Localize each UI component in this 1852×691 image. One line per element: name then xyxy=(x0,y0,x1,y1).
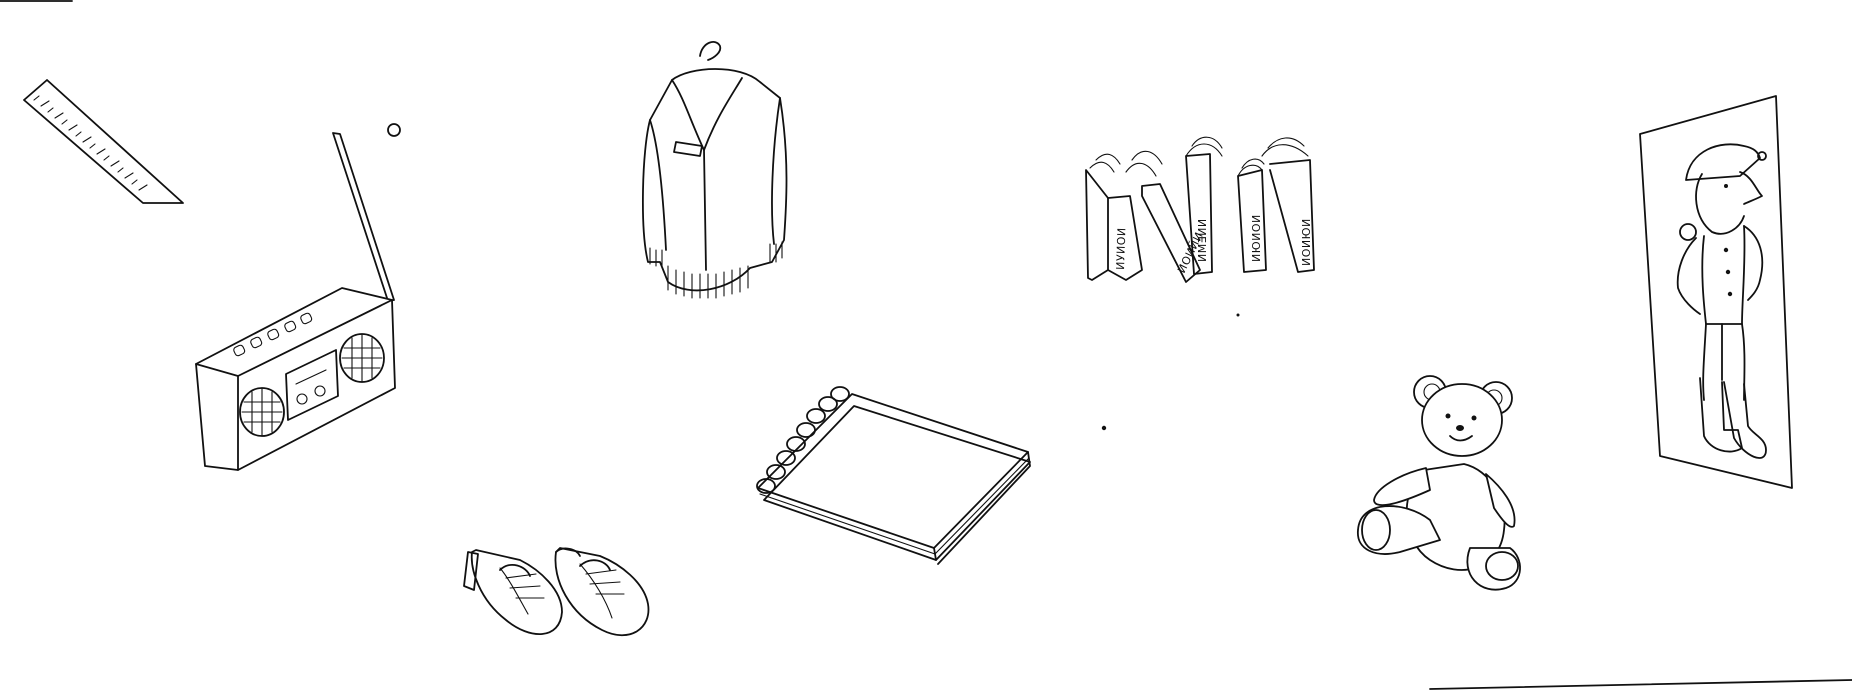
radio-icon xyxy=(195,123,401,471)
notebook-icon xyxy=(756,386,1031,565)
svg-text:ИЮИОИ: ИЮИОИ xyxy=(1250,214,1263,262)
svg-text:ИОИЮИ: ИОИЮИ xyxy=(1300,218,1313,266)
poster-icon xyxy=(1639,95,1793,489)
svg-text:ИУИОИ: ИУИОИ xyxy=(1114,227,1128,270)
shoes-icon xyxy=(463,547,650,636)
jacket-icon xyxy=(642,41,788,299)
books-icon: ИУИОИ ИОИЙИ ИМ∃ИИ ИЮИОИ ИОИЮИ xyxy=(1085,136,1315,283)
ruler-icon xyxy=(23,79,184,204)
svg-text:ИМ∃ИИ: ИМ∃ИИ xyxy=(1196,218,1209,262)
teddy-bear-icon xyxy=(1357,375,1521,591)
stray-dots xyxy=(1101,313,1240,431)
